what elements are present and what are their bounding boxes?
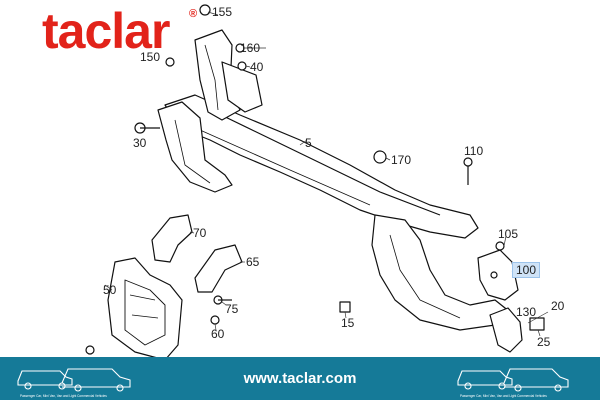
callout-5: 5	[305, 136, 312, 150]
callout-50: 50	[103, 283, 117, 297]
taclar-logo: taclar	[42, 3, 170, 59]
callout-15: 15	[341, 316, 355, 330]
part-70-bracket	[151, 214, 193, 263]
van-caption-left: Passenger Car, Mini Van, Van and Light C…	[20, 394, 107, 398]
callout-30: 30	[133, 136, 147, 150]
footer-url-link[interactable]: www.taclar.com	[243, 370, 357, 387]
callout-20: 20	[551, 299, 565, 313]
callout-105: 105	[498, 227, 519, 241]
van-icon-left	[17, 368, 131, 392]
part-65-bracket	[194, 244, 243, 293]
callout-100[interactable]: 100	[512, 262, 541, 278]
callout-25: 25	[537, 335, 551, 349]
callout-155: 155	[212, 5, 233, 19]
callout-110: 110	[464, 144, 484, 158]
footer-bar: Passenger Car, Mini Van, Van and Light C…	[0, 357, 600, 400]
callout-40: 40	[250, 60, 264, 74]
van-icon-right	[457, 368, 569, 392]
part-100-bracket	[477, 249, 519, 301]
part-50-shield	[107, 257, 183, 361]
callout-65: 65	[246, 255, 260, 269]
callout-75: 75	[225, 302, 239, 316]
left-bracket	[157, 101, 233, 193]
callout-160: 160	[240, 41, 261, 55]
callout-130: 130	[516, 305, 537, 319]
right-clamp	[489, 307, 523, 353]
callout-150: 150	[140, 50, 161, 64]
cross-member	[164, 94, 479, 239]
van-caption-right: Passenger Car, Mini Van, Van and Light C…	[460, 394, 547, 398]
callout-170: 170	[391, 153, 412, 167]
callout-70: 70	[193, 226, 207, 240]
callout-60: 60	[211, 327, 225, 341]
registered-mark: ®	[189, 8, 198, 20]
